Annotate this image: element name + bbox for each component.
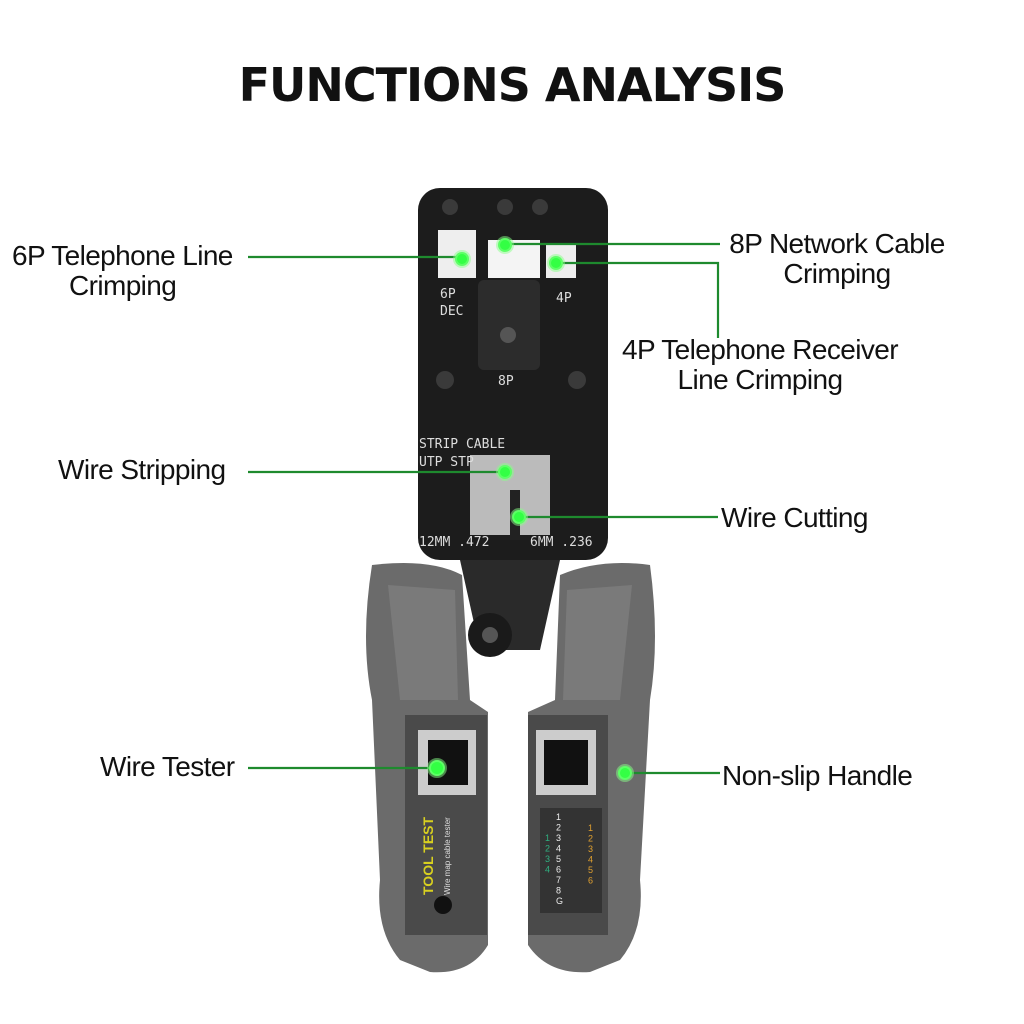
tool-head <box>418 188 608 560</box>
led-label-green: 1 <box>545 833 550 843</box>
dot-4p <box>547 254 565 272</box>
led-label: 2 <box>556 823 561 833</box>
led-label-green: 2 <box>545 844 550 854</box>
callout-text: Crimping <box>69 270 177 301</box>
dot-handle <box>616 764 634 782</box>
callout-lines <box>248 242 720 775</box>
callout-6p-telephone: 6P Telephone Line Crimping <box>12 241 233 301</box>
callout-8p-network: 8P Network Cable Crimping <box>722 229 952 289</box>
test-button[interactable] <box>434 896 452 914</box>
imprint-dec: DEC <box>440 304 463 319</box>
led-label: 3 <box>556 833 561 843</box>
imprint-12mm: 12MM .472 <box>419 535 489 550</box>
led-label: 6 <box>556 865 561 875</box>
led-label-orange: 5 <box>588 865 593 875</box>
callout-4p-telephone: 4P Telephone Receiver Line Crimping <box>605 335 915 395</box>
dot-6p <box>453 250 471 268</box>
dot-cutting <box>510 508 528 526</box>
callout-wire-cutting: Wire Cutting <box>721 502 868 533</box>
imprint-8p: 8P <box>498 374 514 389</box>
led-label-orange: 3 <box>588 844 593 854</box>
imprint-utp-stp: UTP STP <box>419 455 474 470</box>
led-label: 8 <box>556 886 561 896</box>
dot-stripping <box>496 463 514 481</box>
wire-map-text: Wire map cable tester <box>443 817 452 895</box>
callout-text: Crimping <box>783 258 891 289</box>
led-label-orange: 2 <box>588 834 593 844</box>
led-label: 1 <box>556 812 561 822</box>
led-label: G <box>556 896 563 906</box>
dot-tester <box>427 758 447 778</box>
led-label: 4 <box>556 844 561 854</box>
callout-text: Line Crimping <box>677 364 844 395</box>
led-label-orange: 4 <box>588 855 593 865</box>
imprint-6p: 6P <box>440 287 456 302</box>
imprint-6mm: 6MM .236 <box>530 535 593 550</box>
dot-8p <box>496 236 514 254</box>
led-label: 5 <box>556 854 561 864</box>
callout-non-slip-handle: Non-slip Handle <box>722 760 913 791</box>
led-label-green: 4 <box>545 865 550 875</box>
led-label-green: 3 <box>545 854 550 864</box>
page-title: FUNCTIONS ANALYSIS <box>238 58 787 112</box>
led-label-orange: 6 <box>588 876 593 886</box>
led-label-orange: 1 <box>588 823 593 833</box>
callout-dots <box>427 236 634 782</box>
led-label: 7 <box>556 875 561 885</box>
imprint-strip-cable: STRIP CABLE <box>419 437 505 452</box>
imprint-4p: 4P <box>556 291 572 306</box>
tool-test-text: TOOL TEST <box>420 817 436 895</box>
callout-wire-stripping: Wire Stripping <box>58 454 226 485</box>
callout-text: 6P Telephone Line <box>12 240 233 271</box>
callout-text: 4P Telephone Receiver <box>622 334 899 365</box>
callout-text: 8P Network Cable <box>729 228 945 259</box>
callout-wire-tester: Wire Tester <box>100 751 235 782</box>
